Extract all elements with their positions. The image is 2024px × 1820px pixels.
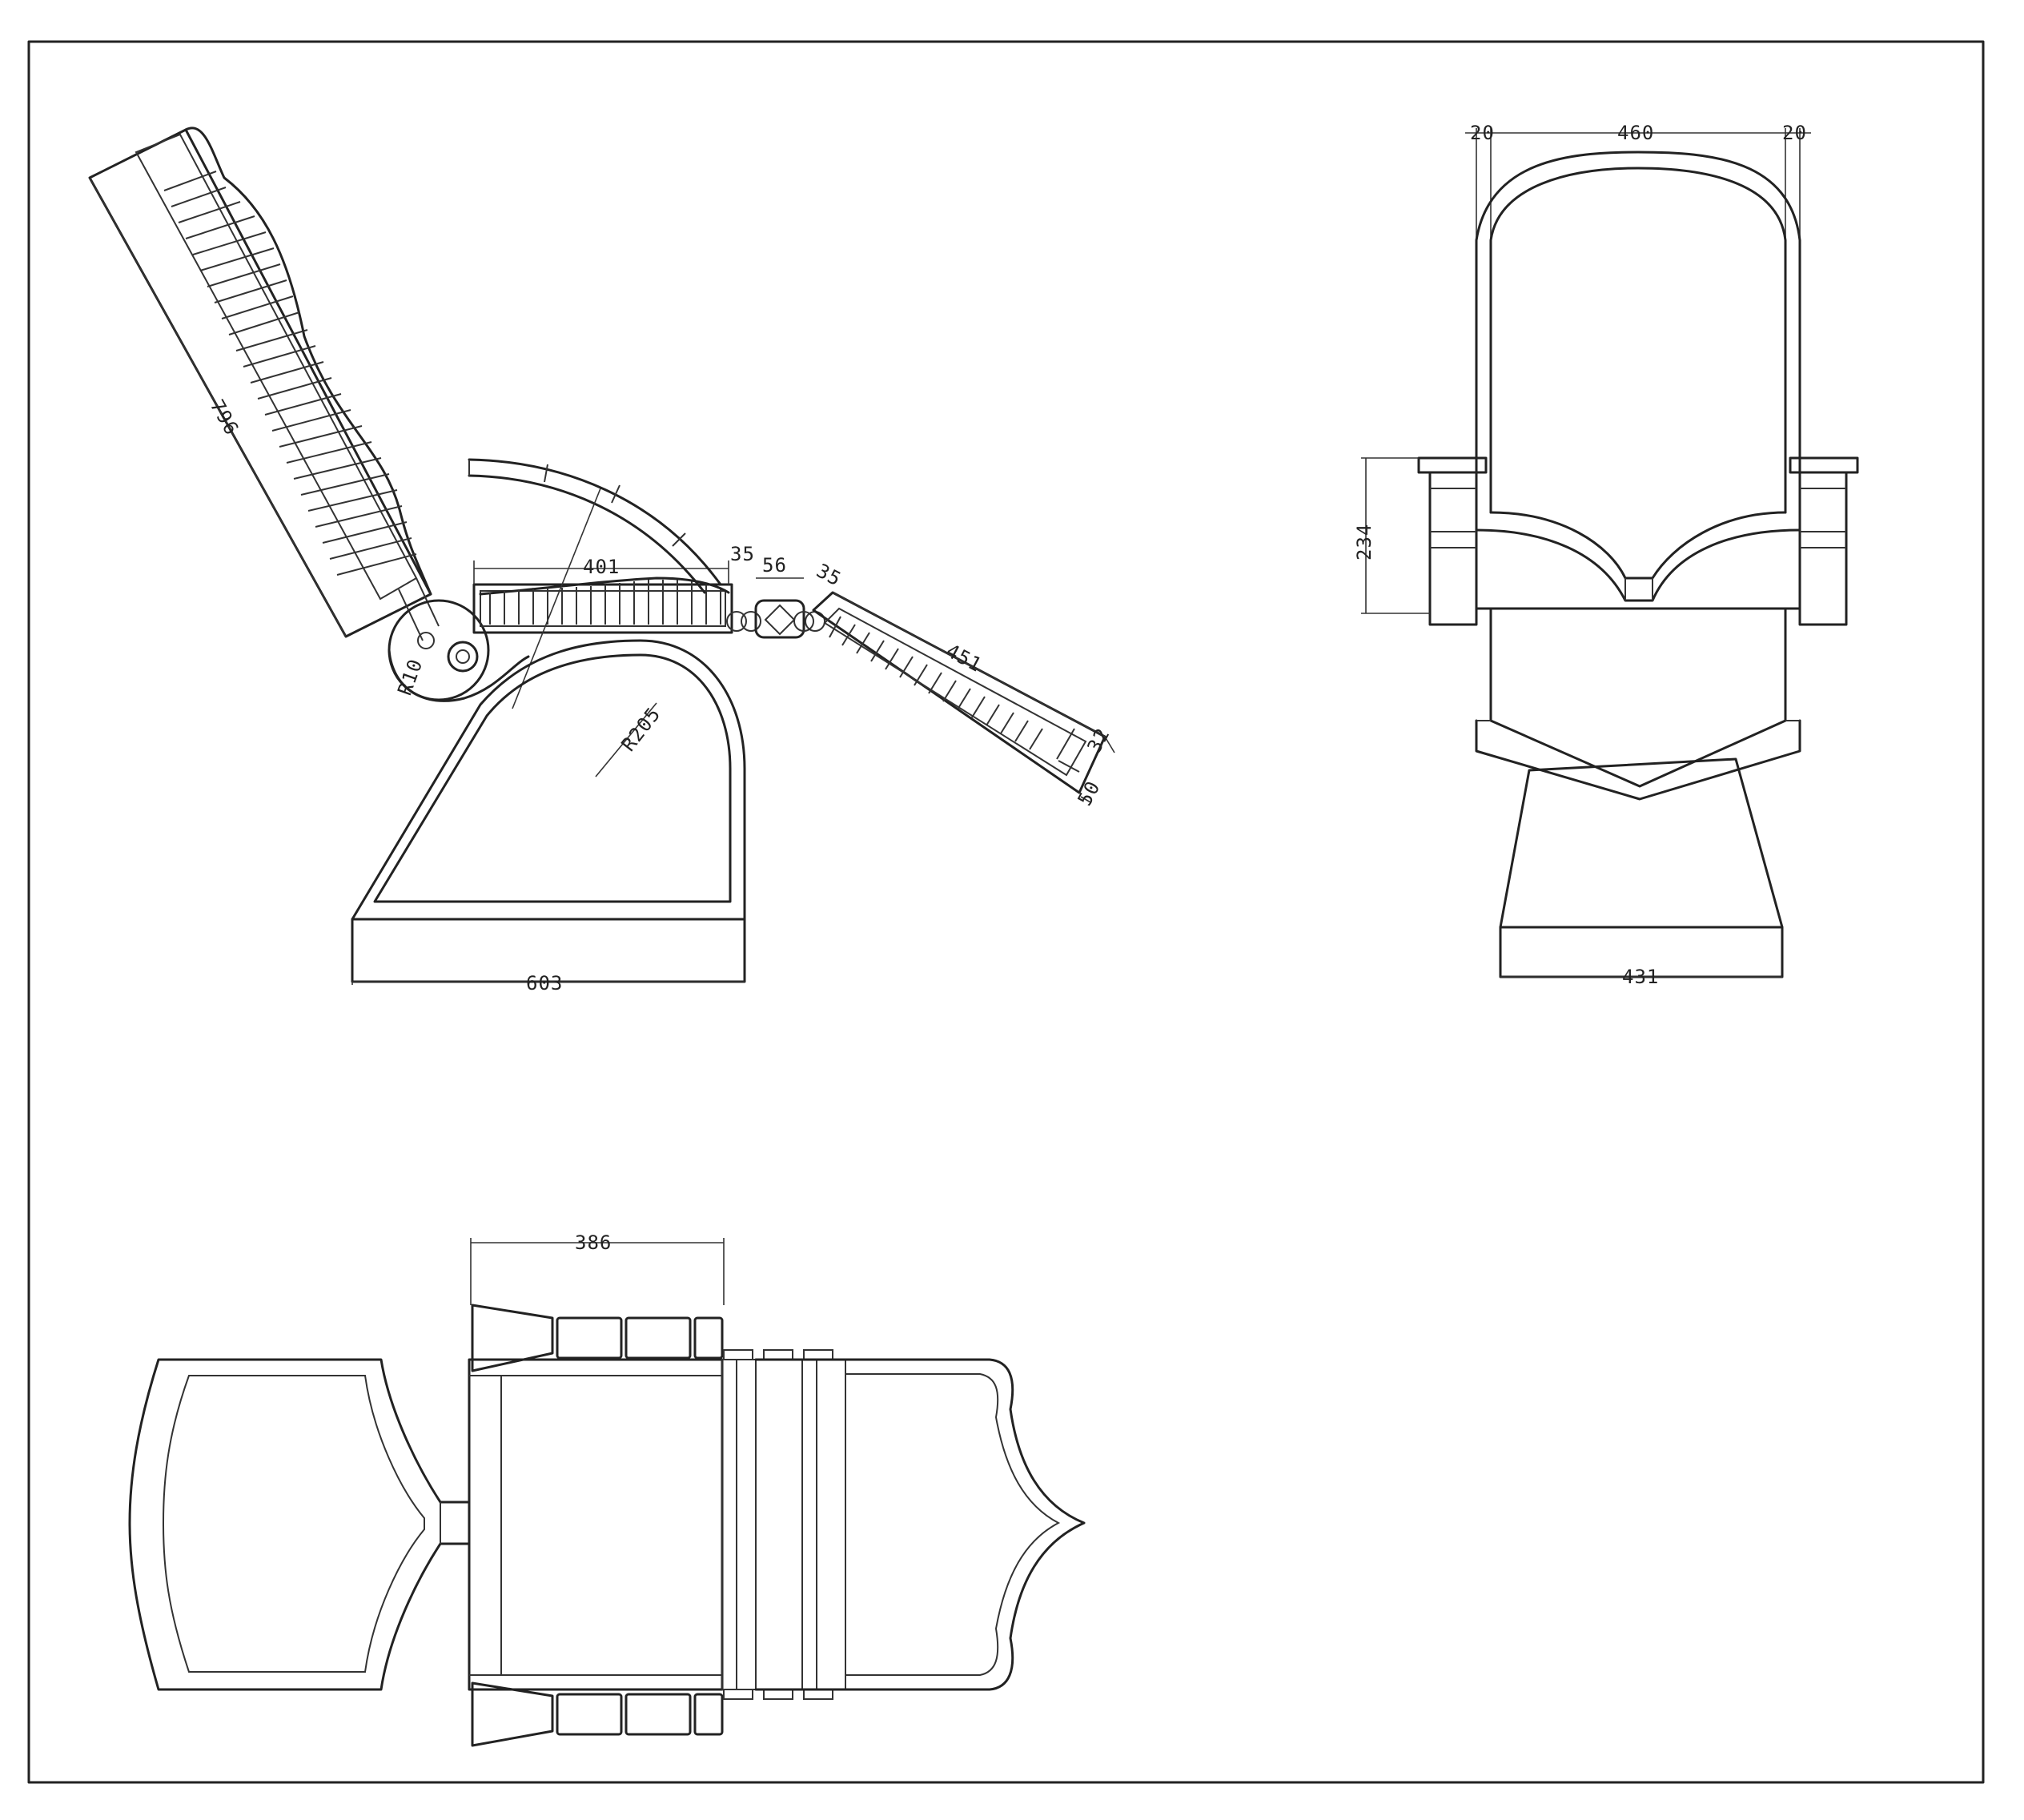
top-view-lower-armrest — [471, 1681, 724, 1747]
legrest-slats — [829, 616, 1043, 750]
front-view-left-armrest — [1417, 456, 1488, 626]
top-view-backrest — [128, 1358, 471, 1691]
front-view: 20 460 20 234 — [1353, 122, 1859, 988]
dim-front-left-margin-label: 20 — [1470, 122, 1495, 144]
side-view-hinge-mechanism: R10 — [388, 599, 530, 702]
top-view: 386 — [128, 1231, 1086, 1747]
dim-top-arm-length-label: 386 — [575, 1231, 612, 1254]
dim-front-right-margin-label: 20 — [1782, 122, 1807, 144]
dim-front-base-width-label: 431 — [1622, 966, 1659, 988]
side-view: 796 R10 — [88, 127, 1115, 994]
dim-leg-thickness-bottom-label: 50 — [1074, 777, 1105, 809]
side-view-seat: 401 35 — [472, 543, 755, 634]
side-view-legrest: 451 32 50 — [812, 591, 1115, 810]
dim-front-back-width-label: 460 — [1617, 122, 1654, 144]
front-view-right-armrest — [1789, 456, 1859, 626]
dim-side-base-width-label: 603 — [526, 972, 563, 994]
top-view-seat — [468, 1358, 724, 1691]
drawing-frame — [27, 40, 1985, 1784]
top-view-legrest — [754, 1358, 1086, 1691]
dim-hinge-width-label: 56 — [762, 554, 787, 577]
dim-backrest-length-label: 796 — [206, 396, 243, 439]
dim-leg-gap-label: 35 — [813, 560, 845, 591]
side-view-armrest-arc — [468, 458, 722, 709]
dim-hinge-radius-label: R10 — [393, 656, 427, 698]
dim-leg-thickness-top-label: 32 — [1083, 724, 1114, 756]
dim-seat-gap-label: 35 — [730, 543, 755, 565]
side-view-backrest — [88, 127, 440, 641]
top-view-hinge-strips — [721, 1349, 846, 1700]
dim-front-armrest-height-label: 234 — [1353, 524, 1375, 560]
dim-base-radius-label: R205 — [617, 703, 665, 756]
backrest-slats — [163, 171, 417, 576]
dim-seat-length-label: 401 — [583, 556, 620, 578]
top-view-upper-armrest — [471, 1304, 724, 1372]
seat-slats — [489, 580, 721, 625]
